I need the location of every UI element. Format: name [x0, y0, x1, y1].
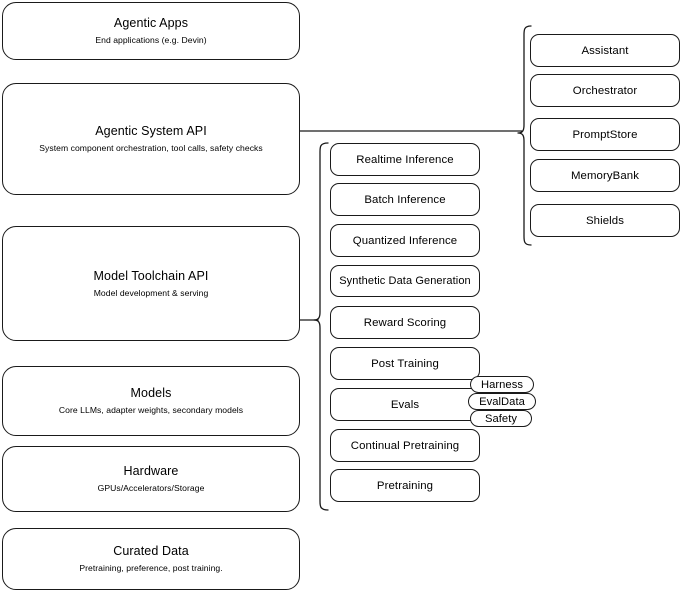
evals-subcomponent-evaldata[interactable]: EvalData	[468, 393, 536, 410]
stack-layer-title: Agentic System API	[95, 124, 207, 138]
toolchain-item-batch-inference[interactable]: Batch Inference	[330, 183, 480, 216]
toolchain-item-quantized-inference[interactable]: Quantized Inference	[330, 224, 480, 257]
toolchain-item-reward-scoring[interactable]: Reward Scoring	[330, 306, 480, 339]
stack-layer-models[interactable]: Models Core LLMs, adapter weights, secon…	[2, 366, 300, 436]
toolchain-item-synthetic-data-generation[interactable]: Synthetic Data Generation	[330, 265, 480, 297]
stack-layer-subtitle: GPUs/Accelerators/Storage	[97, 483, 205, 493]
system-component-shields[interactable]: Shields	[530, 204, 680, 237]
stack-layer-subtitle: Pretraining, preference, post training.	[79, 563, 223, 573]
system-component-assistant[interactable]: Assistant	[530, 34, 680, 67]
evals-subcomponent-harness[interactable]: Harness	[470, 376, 534, 393]
stack-layer-subtitle: Model development & serving	[93, 287, 209, 298]
evals-subcomponent-safety[interactable]: Safety	[470, 410, 532, 427]
stack-layer-title: Model Toolchain API	[93, 268, 209, 283]
stack-layer-title: Hardware	[123, 464, 179, 478]
system-component-promptstore[interactable]: PromptStore	[530, 118, 680, 151]
stack-layer-title: Agentic Apps	[113, 16, 189, 30]
stack-layer-model-toolchain-api[interactable]: Model Toolchain API Model development & …	[2, 226, 300, 341]
stack-layer-agentic-apps[interactable]: Agentic Apps End applications (e.g. Devi…	[2, 2, 300, 60]
stack-layer-subtitle: System component orchestration, tool cal…	[39, 143, 263, 153]
toolchain-item-continual-pretraining[interactable]: Continual Pretraining	[330, 429, 480, 462]
stack-layer-title: Curated Data	[113, 544, 189, 558]
system-component-orchestrator[interactable]: Orchestrator	[530, 74, 680, 107]
stack-layer-title: Models	[130, 386, 172, 400]
stack-layer-subtitle: End applications (e.g. Devin)	[95, 35, 207, 45]
stack-layer-subtitle: Core LLMs, adapter weights, secondary mo…	[58, 405, 244, 415]
toolchain-item-realtime-inference[interactable]: Realtime Inference	[330, 143, 480, 176]
toolchain-item-evals[interactable]: Evals	[330, 388, 480, 421]
stack-layer-agentic-system-api[interactable]: Agentic System API System component orch…	[2, 83, 300, 195]
toolchain-item-post-training[interactable]: Post Training	[330, 347, 480, 380]
system-component-memorybank[interactable]: MemoryBank	[530, 159, 680, 192]
toolchain-item-pretraining[interactable]: Pretraining	[330, 469, 480, 502]
stack-layer-curated-data[interactable]: Curated Data Pretraining, preference, po…	[2, 528, 300, 590]
stack-layer-hardware[interactable]: Hardware GPUs/Accelerators/Storage	[2, 446, 300, 512]
